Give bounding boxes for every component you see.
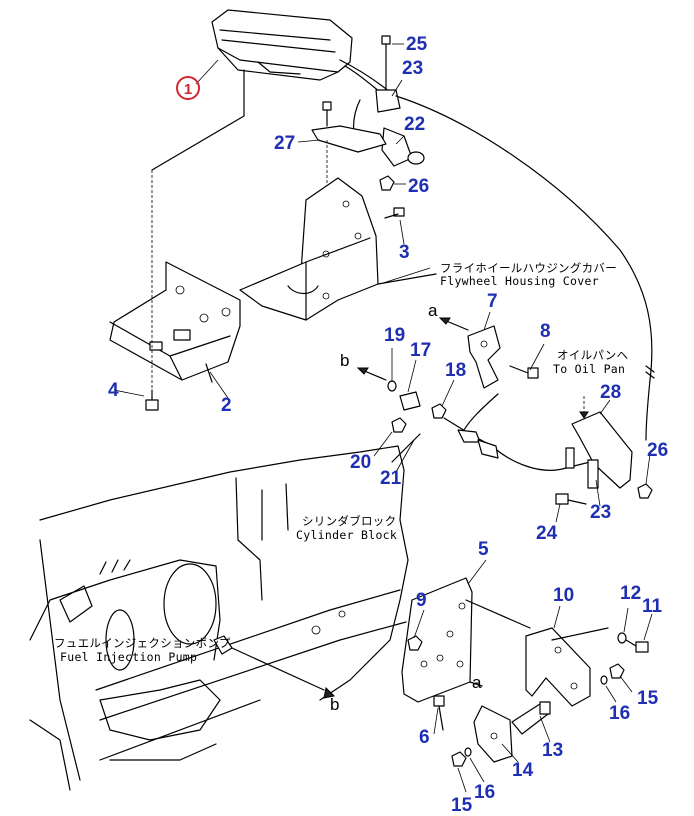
control-unit-housing [211, 9, 391, 97]
bracket-28 [565, 396, 633, 489]
label-cylinder-en: Cylinder Block [296, 528, 398, 542]
label-cylinder-jp: シリンダブロック [302, 514, 397, 528]
part-number-19[interactable]: 19 [384, 325, 406, 346]
washer-19-joint-17 [387, 380, 447, 433]
leader-lines [113, 43, 653, 793]
flywheel-housing-bracket [239, 177, 437, 321]
callout-b-bottom: b [330, 695, 340, 714]
arrow-a-top [438, 317, 469, 331]
reference-marker-1[interactable]: 1 [176, 76, 200, 100]
bracket-10 [525, 627, 609, 707]
part-number-14[interactable]: 14 [512, 760, 534, 781]
part-number-28[interactable]: 28 [600, 382, 622, 403]
bolt-6 [433, 695, 445, 731]
nut-26-lower [637, 483, 653, 499]
part-number-20[interactable]: 20 [350, 452, 372, 473]
label-flywheel-jp: フライホイールハウジングカバー [440, 261, 617, 275]
pump-connection-b [213, 610, 346, 699]
bolt-24 [555, 493, 587, 505]
cable-18-21 [391, 393, 591, 471]
part-number-15-bottom[interactable]: 15 [451, 795, 473, 816]
callout-b-top: b [340, 351, 350, 370]
part-number-25[interactable]: 25 [406, 34, 428, 55]
label-injection-jp: フュエルインジェクションポンプ [54, 636, 231, 650]
arrow-b-top [356, 367, 387, 381]
part-number-23-bottom[interactable]: 23 [590, 502, 612, 523]
plate-14 [473, 705, 513, 763]
part-number-13[interactable]: 13 [542, 740, 564, 761]
part-number-16-right[interactable]: 16 [609, 703, 631, 724]
callout-a-top: a [428, 301, 438, 320]
part-number-5[interactable]: 5 [478, 539, 489, 560]
part-number-9[interactable]: 9 [416, 590, 427, 611]
bolt-11-washer-12 [617, 632, 649, 653]
part-number-15-right[interactable]: 15 [637, 688, 659, 709]
nut-15-washer-16-bottom [451, 747, 472, 767]
bracket-5 [401, 577, 531, 703]
bolt-8 [509, 365, 539, 379]
label-oilpan-en: To Oil Pan [553, 362, 626, 376]
washer-16-nut-15-right [600, 663, 625, 685]
callout-a-bottom: a [472, 673, 482, 692]
nut-26-upper [379, 175, 395, 191]
stopper-13 [511, 701, 551, 735]
part-number-10[interactable]: 10 [553, 585, 575, 606]
label-oilpan-jp: オイルパンへ [557, 348, 629, 362]
part-number-4[interactable]: 4 [108, 380, 119, 401]
part-number-3[interactable]: 3 [399, 242, 410, 263]
control-cable [395, 95, 655, 441]
part-number-18[interactable]: 18 [445, 360, 467, 381]
label-injection-en: Fuel Injection Pump [60, 650, 198, 664]
part-number-21[interactable]: 21 [380, 468, 402, 489]
part-number-12[interactable]: 12 [620, 583, 642, 604]
cylinder-block-outline [29, 445, 409, 791]
part-number-7[interactable]: 7 [487, 291, 498, 312]
part-number-8[interactable]: 8 [540, 321, 551, 342]
link-bracket-7 [467, 325, 501, 389]
part-number-11[interactable]: 11 [642, 596, 663, 617]
part-number-6[interactable]: 6 [419, 727, 430, 748]
bolt-25 [381, 35, 391, 91]
label-flywheel-en: Flywheel Housing Cover [440, 274, 599, 288]
part-number-26-top[interactable]: 26 [408, 176, 430, 197]
bolt-4 [145, 389, 159, 411]
bolt-3 [384, 207, 405, 219]
base-plate-2 [109, 69, 245, 390]
part-number-22[interactable]: 22 [404, 114, 426, 135]
part-number-2[interactable]: 2 [221, 395, 232, 416]
part-number-23-top[interactable]: 23 [402, 58, 424, 79]
part-number-16-bottom[interactable]: 16 [474, 782, 496, 803]
part-number-27[interactable]: 27 [274, 133, 296, 154]
part-number-17[interactable]: 17 [410, 340, 432, 361]
part-number-24[interactable]: 24 [536, 523, 558, 544]
part-number-26-right[interactable]: 26 [647, 440, 669, 461]
